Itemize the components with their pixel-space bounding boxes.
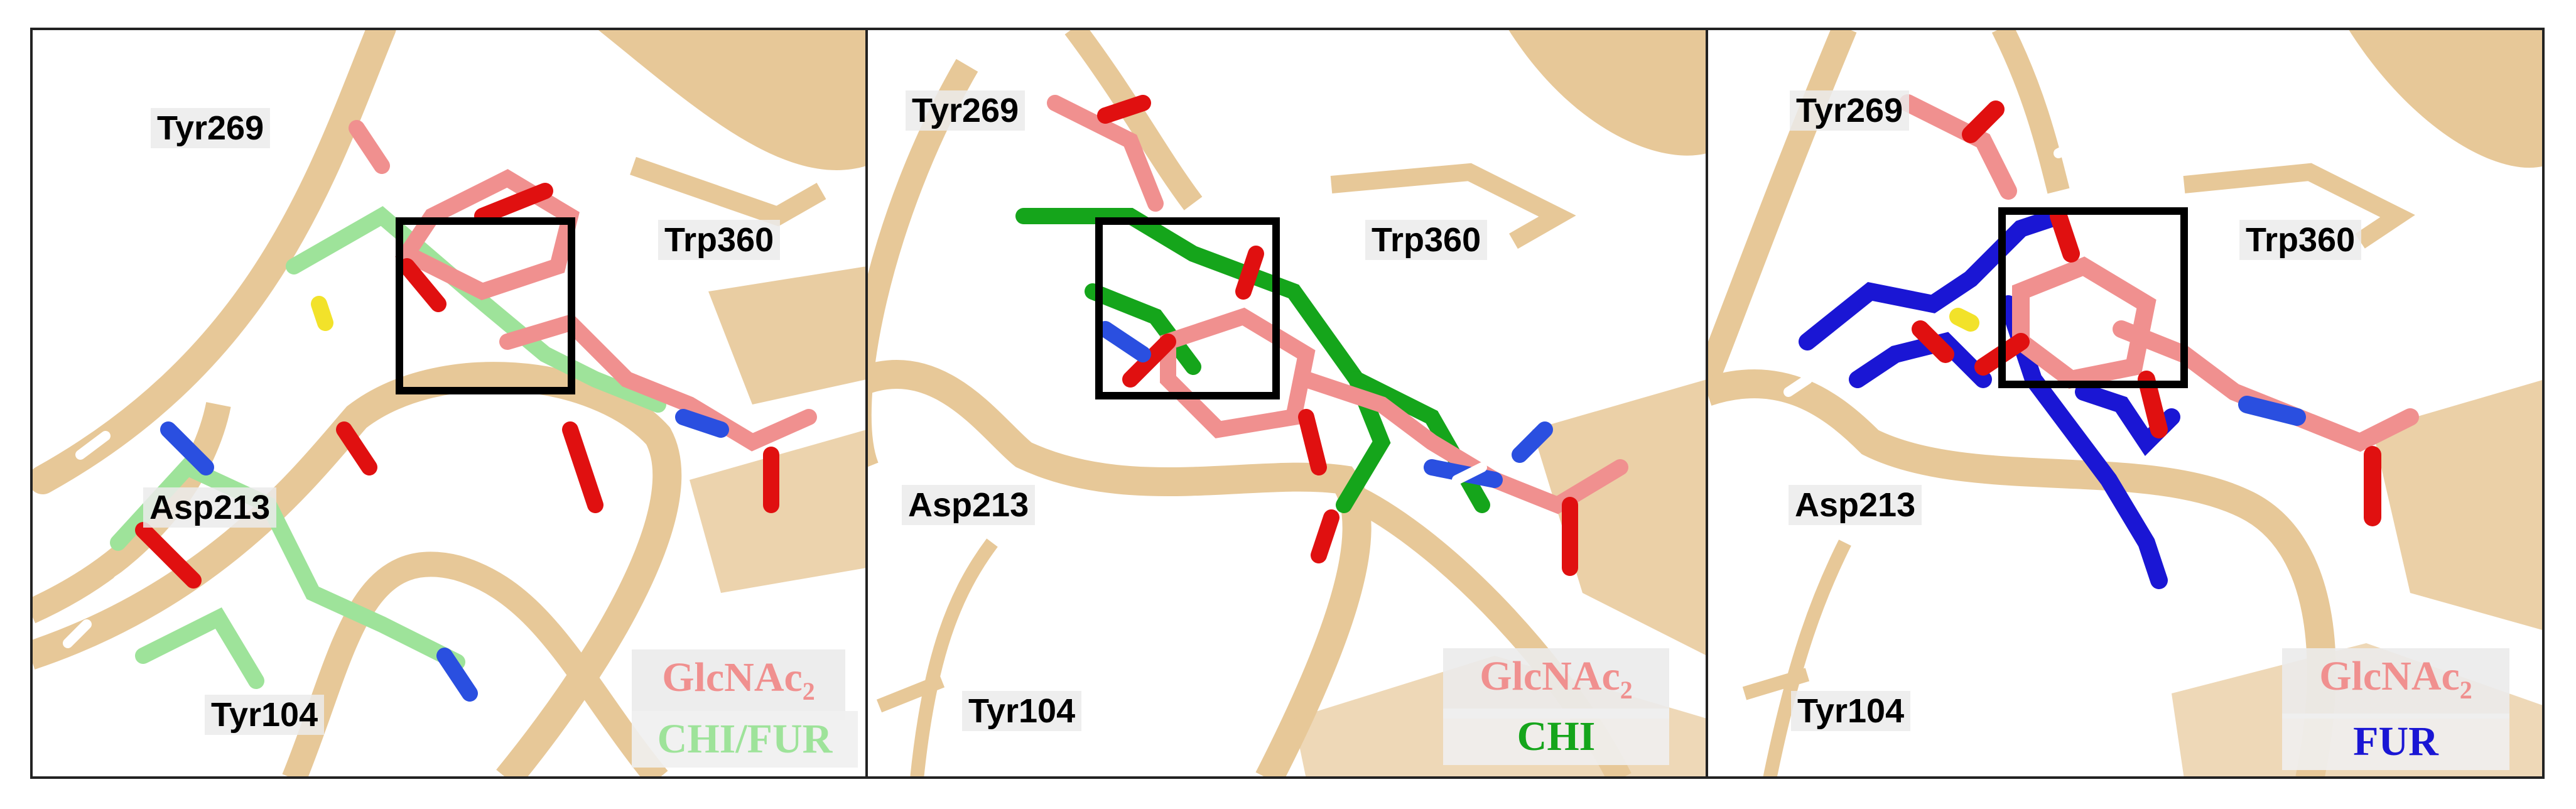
residue-label: Tyr269: [151, 108, 271, 148]
residue-label: Asp213: [1789, 485, 1922, 525]
residue-label: Asp213: [143, 487, 277, 528]
panel-chi-fur: Tyr269 Trp360 Asp213 Tyr104 GlcNAc2 CHI/…: [30, 28, 867, 779]
residue-label: Tyr269: [1790, 90, 1910, 131]
panel-divider: [1706, 28, 1708, 779]
residue-label: Tyr269: [906, 90, 1026, 131]
legend-glcnac2: GlcNAc2: [1443, 648, 1669, 719]
residue-label: Tyr104: [205, 695, 325, 735]
panel-fur: Tyr269 Trp360 Asp213 Tyr104 GlcNAc2 FUR: [1707, 28, 2545, 779]
residue-label: Trp360: [658, 220, 781, 260]
legend-subscript: 2: [802, 677, 815, 705]
molecular-render: [30, 28, 867, 779]
legend-base: GlcNAc: [2319, 653, 2460, 699]
residue-label: Trp360: [1365, 220, 1488, 260]
legend-ligand: CHI/FUR: [632, 711, 858, 768]
legend-base: GlcNAc: [1480, 653, 1620, 699]
panel-chi: Tyr269 Trp360 Asp213 Tyr104 GlcNAc2 CHI: [867, 28, 1707, 779]
legend-glcnac2: GlcNAc2: [2282, 648, 2509, 719]
legend-base: GlcNAc: [662, 654, 803, 700]
panel-divider: [865, 28, 868, 779]
legend-ligand: CHI: [1443, 709, 1669, 765]
legend-glcnac2: GlcNAc2: [632, 649, 845, 720]
residue-label: Tyr104: [1791, 691, 1911, 731]
legend-ligand: FUR: [2282, 714, 2509, 770]
residue-label: Trp360: [2239, 220, 2362, 260]
residue-label: Asp213: [902, 485, 1036, 525]
legend-subscript: 2: [2459, 676, 2472, 704]
residue-label: Tyr104: [962, 691, 1082, 731]
legend-subscript: 2: [1620, 676, 1633, 704]
